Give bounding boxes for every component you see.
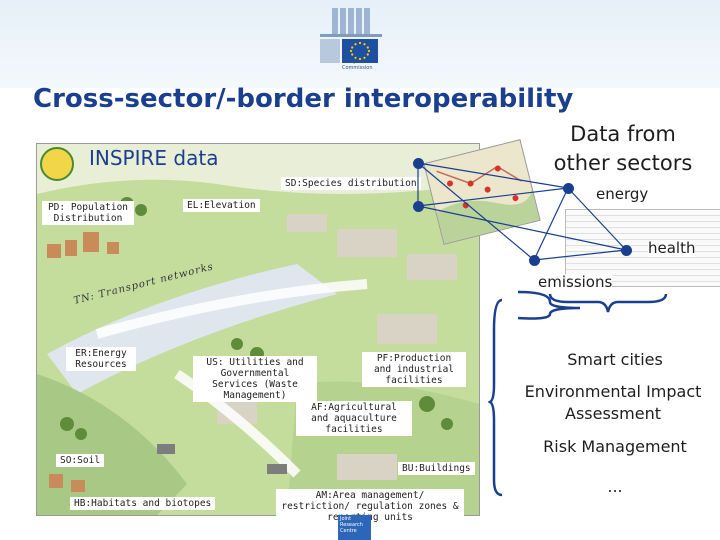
jrc-logo: Joint Research Centre [338, 515, 371, 540]
theme-label-pd: PD: Population Distribution [42, 201, 134, 225]
other-sectors-title: Data from other sectors [553, 122, 693, 175]
sector-tag-health: health [648, 239, 696, 257]
sector-tag-emissions: emissions [538, 273, 613, 291]
eu-flag-logo [320, 8, 382, 63]
use-case-smart-cities: Smart cities [567, 350, 663, 369]
theme-label-us: US: Utilities and Governmental Services … [193, 356, 317, 402]
use-case-eia: Environmental Impact Assessment [524, 382, 702, 423]
inspire-seal-icon [40, 147, 74, 181]
theme-label-pf: PF:Production and industrial facilities [362, 352, 466, 387]
eu-caption: European Commission [342, 59, 373, 71]
use-case-risk: Risk Management [543, 437, 687, 456]
theme-label-sd: SD:Species distribution [281, 177, 421, 190]
sector-map-image [423, 139, 541, 245]
theme-label-so: SO:Soil [56, 454, 105, 467]
inspire-data-title: INSPIRE data [89, 146, 219, 170]
use-case-more: ... [607, 477, 623, 496]
node-dot-bottom [413, 201, 424, 212]
node-dot-energy [563, 183, 574, 194]
map-thumbnail [424, 140, 540, 244]
eu-banner: European Commission [0, 0, 720, 88]
theme-label-bu: BU:Buildings [398, 462, 475, 475]
theme-label-hb: HB:Habitats and biotopes [70, 497, 216, 510]
page-title: Cross-sector/-border interoperability [33, 84, 574, 114]
node-dot-health [621, 245, 632, 256]
top-brace-icon [548, 293, 668, 313]
theme-label-el: EL:Elevation [183, 199, 260, 212]
use-case-brace-icon [488, 290, 581, 497]
theme-label-af: AF:Agricultural and aquaculture faciliti… [296, 401, 412, 436]
node-dot-emissions [529, 255, 540, 266]
theme-label-er: ER:Energy Resources [66, 347, 136, 371]
node-dot-top [413, 158, 424, 169]
sector-table-image [565, 209, 720, 287]
sector-tag-energy: energy [596, 185, 649, 203]
